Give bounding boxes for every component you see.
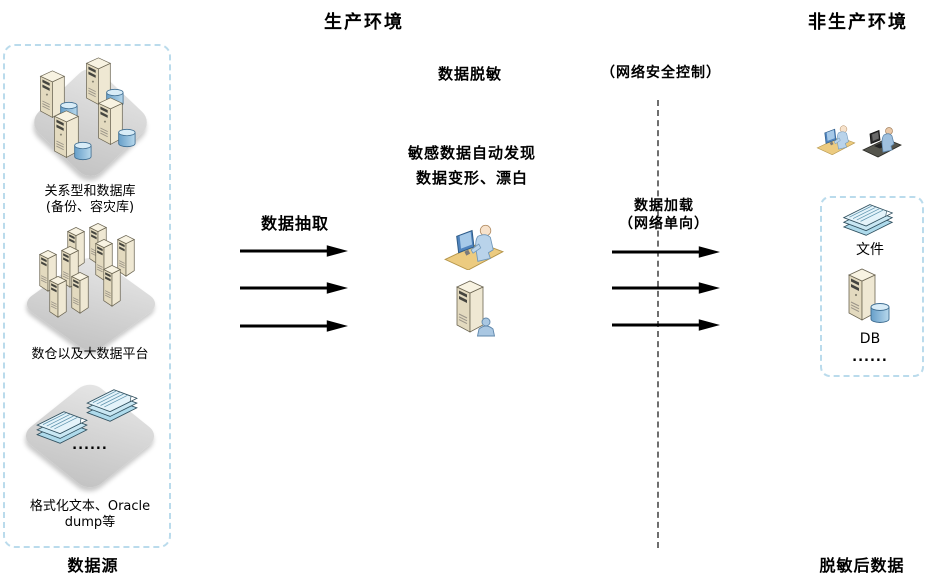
data-source-caption: 数据源	[67, 556, 119, 575]
db-server-icon	[844, 266, 890, 326]
data-masking-title: 数据脱敏	[437, 65, 502, 83]
relational-db-label-line1: 关系型和数据库	[44, 184, 136, 199]
non-production-env-title: 非生产环境	[808, 12, 908, 33]
operator-at-computer-icon	[443, 220, 505, 270]
user-at-workstation-icon	[862, 124, 902, 158]
server-db-icon	[94, 95, 136, 150]
masked-data-caption: 脱敏后数据	[819, 556, 905, 575]
file-stack-icon	[841, 199, 895, 240]
data-load-label-line2: （网络单向）	[619, 216, 709, 232]
relational-db-label-line2: (备份、容灾库)	[45, 200, 135, 215]
production-env-title: 生产环境	[324, 12, 404, 33]
data-load-label-line1: 数据加载	[634, 198, 694, 214]
document-stack-icon	[84, 384, 140, 426]
arrow-right-icon	[240, 319, 348, 333]
masked-data-ellipsis: ......	[852, 350, 888, 365]
arrow-right-icon	[612, 245, 720, 259]
data-extract-label: 数据抽取	[260, 214, 329, 233]
files-label-line1: 格式化文本、Oracle	[29, 499, 151, 514]
warehouse-label: 数仓以及大数据平台	[31, 347, 149, 362]
arrow-right-icon	[612, 281, 720, 295]
files-label-line2: dump等	[64, 515, 116, 530]
masking-server-icon	[452, 278, 496, 338]
network-security-control-label: （网络安全控制）	[601, 65, 721, 81]
server-db-icon	[50, 108, 92, 163]
arrow-right-icon	[240, 244, 348, 258]
server-icon	[68, 271, 92, 315]
arrow-right-icon	[612, 318, 720, 332]
file-label: 文件	[856, 242, 884, 258]
server-icon	[100, 264, 124, 308]
server-icon	[46, 275, 70, 319]
masking-feature-discovery: 敏感数据自动发现	[407, 144, 536, 162]
user-at-computer-icon	[816, 122, 856, 155]
db-label: DB	[859, 331, 881, 347]
masking-feature-transform: 数据变形、漂白	[415, 169, 528, 187]
files-ellipsis: ......	[72, 438, 108, 453]
arrow-right-icon	[240, 281, 348, 295]
